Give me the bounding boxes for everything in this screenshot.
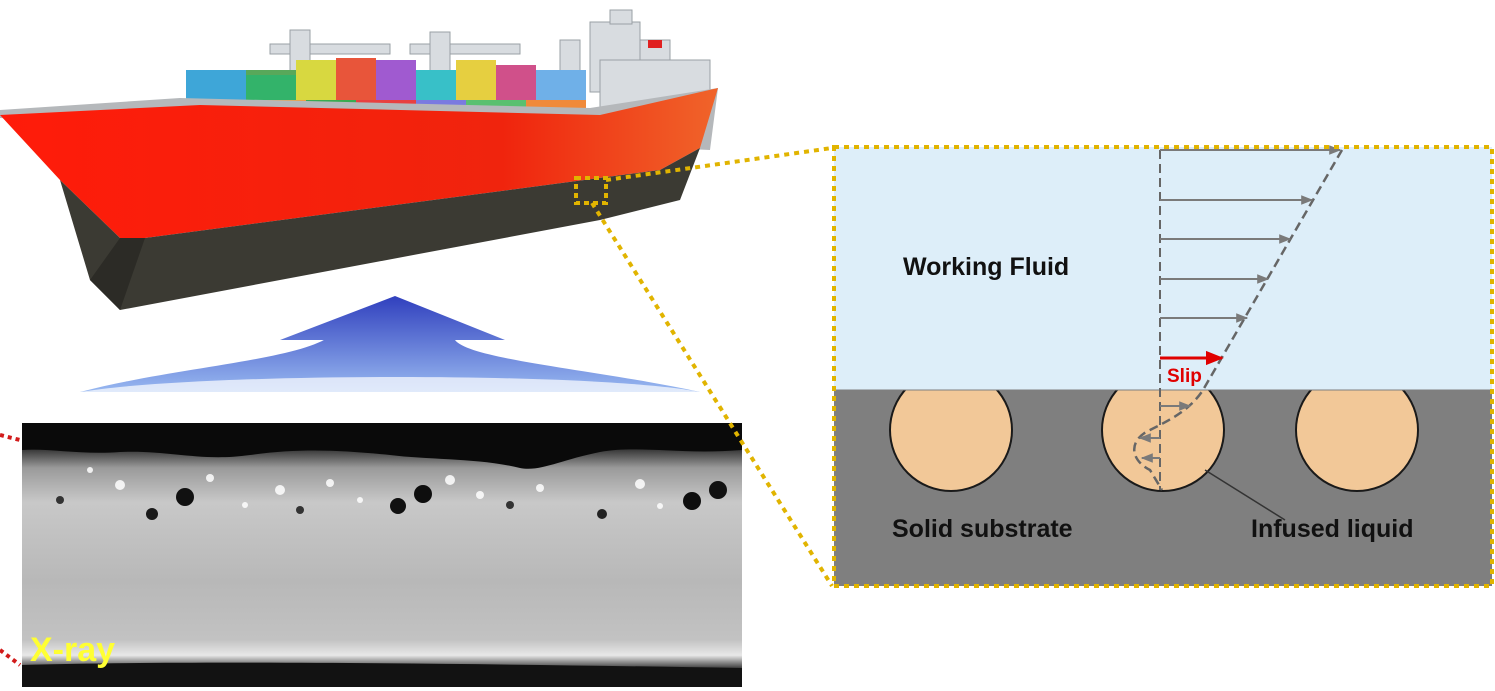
xray-label: X-ray [30,631,115,669]
xray-cross-section-image [22,423,742,687]
velocity-profile-curve [1133,149,1344,491]
working-fluid-label: Working Fluid [903,253,1069,281]
slip-schematic-panel: Slip Working Fluid Solid substrate Infus… [832,145,1494,588]
xray-connector-bottom [0,648,22,667]
xray-connector-top [0,433,21,442]
solid-substrate-label: Solid substrate [892,515,1073,543]
xray-pores [56,481,727,520]
velocity-arrows [1138,145,1342,463]
panel-frame [832,145,1494,588]
upward-blue-arrow-icon [80,296,700,392]
zoom-line-top [605,146,833,182]
container-ship-icon [0,9,718,310]
slip-label: Slip [1167,366,1202,387]
infused-liquid-label: Infused liquid [1251,515,1414,543]
infused-liquid-pointer [1204,469,1286,521]
